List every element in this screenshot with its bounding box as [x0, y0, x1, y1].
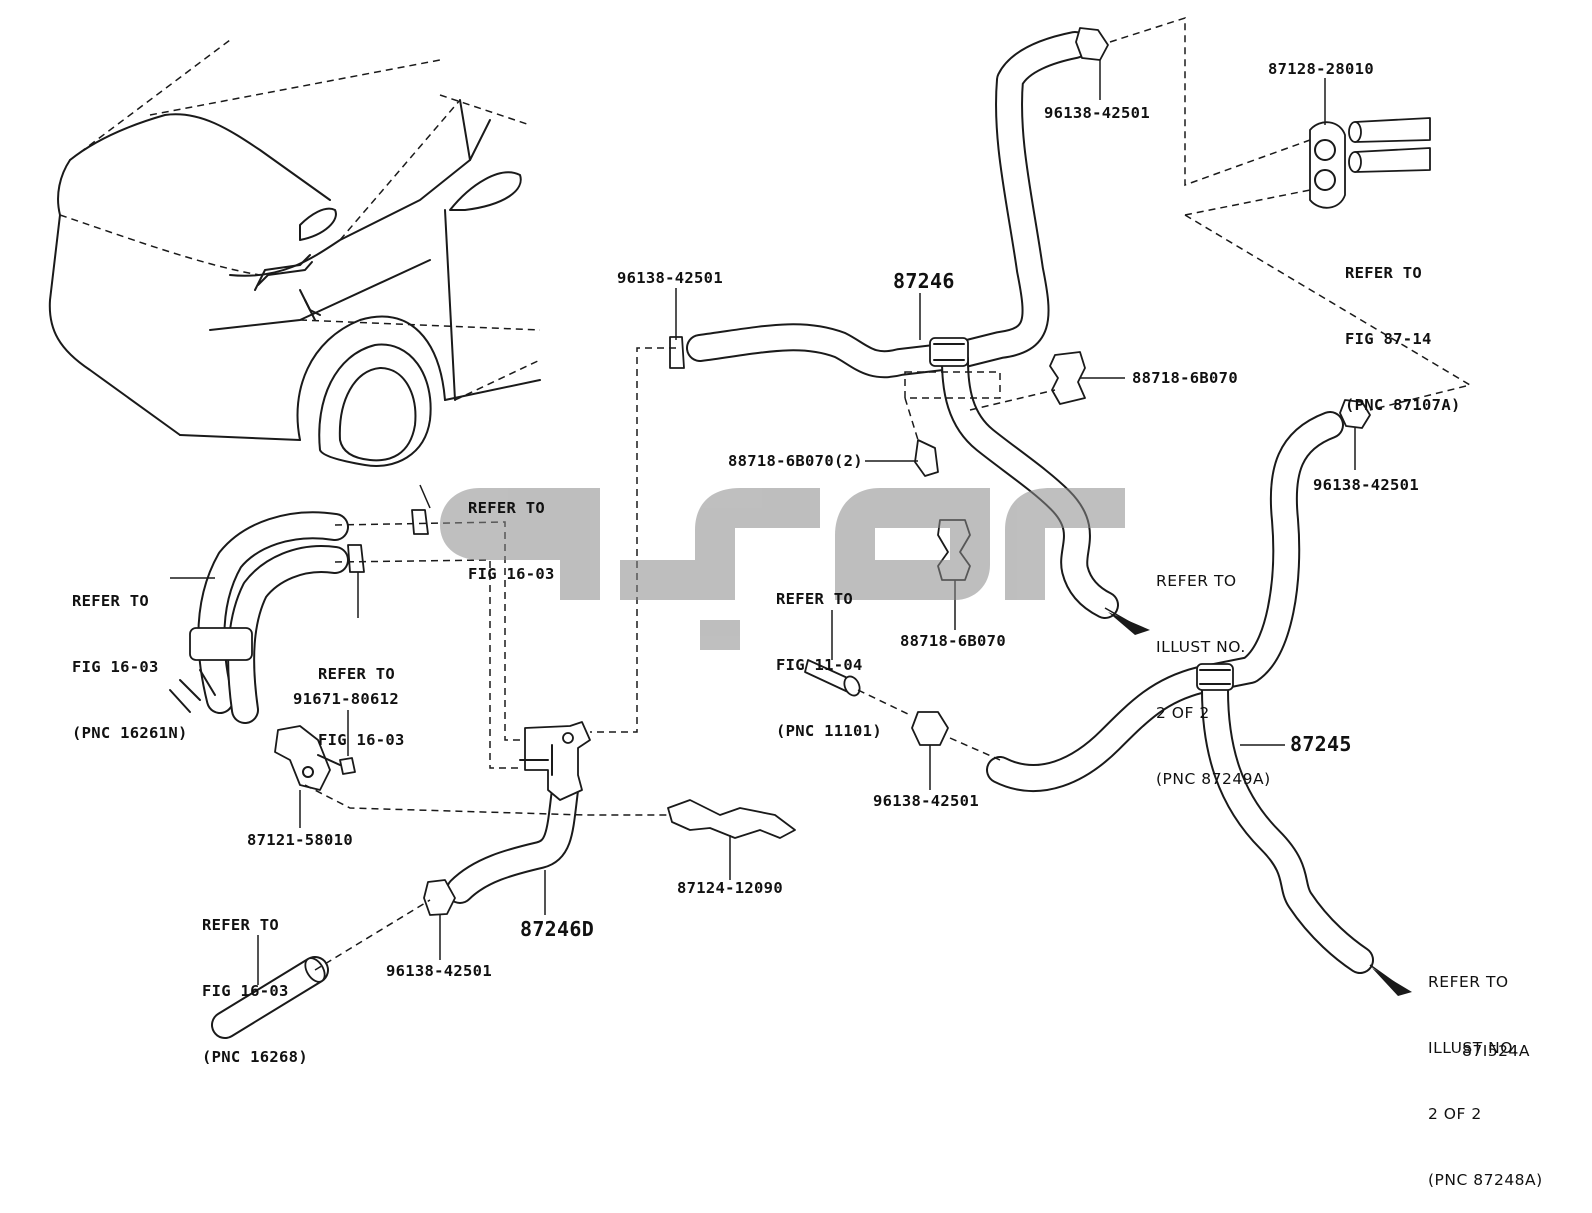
part-number-87246D: 87246D [520, 917, 595, 941]
part-number-87128: 87128-28010 [1268, 60, 1374, 78]
clamp-icons [347, 27, 1371, 916]
watermark-logo [440, 488, 1125, 650]
refer-line: (PNC 11101) [776, 722, 882, 740]
refer-line: FIG 16-03 [318, 731, 405, 749]
drawing-id: 87I524A [1462, 1042, 1530, 1060]
refer-line: REFER TO [1345, 264, 1423, 282]
leader-lines [170, 60, 1356, 985]
part-number-87245: 87245 [1290, 732, 1352, 756]
refer-fig-11-04: REFER TO FIG 11-04 (PNC 11101) [776, 544, 882, 764]
refer-line: REFER TO [1428, 973, 1509, 991]
engine-hoses-left [169, 511, 349, 724]
part-number-87124: 87124-12090 [677, 879, 783, 897]
part-number-91671: 91671-80612 [293, 690, 399, 708]
pipe-16268 [211, 956, 329, 1039]
refer-line: (PNC 16268) [202, 1048, 308, 1066]
part-number-96138-bottom: 96138-42501 [386, 962, 492, 980]
part-number-88718-b: 88718-6B070 [900, 632, 1006, 650]
refer-line: REFER TO [468, 499, 546, 517]
refer-line: FIG 16-03 [468, 565, 555, 583]
refer-line: ILLUST NO. [1156, 638, 1246, 656]
refer-line: FIG 16-03 [72, 658, 159, 676]
part-number-87121: 87121-58010 [247, 831, 353, 849]
refer-line: FIG 11-04 [776, 656, 863, 674]
part-number-88718-a: 88718-6B070 [1132, 369, 1238, 387]
refer-fig-87-14: REFER TO FIG 87-14 (PNC 87107A) [1345, 218, 1461, 438]
parts-diagram: 87128-28010 REFER TO FIG 87-14 (PNC 8710… [48, 16, 1542, 1189]
refer-line: ILLUST NO. [1428, 1039, 1518, 1057]
refer-line: REFER TO [1156, 572, 1237, 590]
refer-illust-87248A: REFER TO ILLUST NO. 2 OF 2 (PNC 87248A) [1428, 927, 1543, 1213]
refer-line: 2 OF 2 [1428, 1105, 1482, 1123]
refer-line: REFER TO [318, 665, 396, 683]
refer-fig-16-03-16268: REFER TO FIG 16-03 (PNC 16268) [202, 870, 308, 1090]
part-number-88718-2: 88718-6B070(2) [728, 452, 863, 470]
refer-line: (PNC 87248A) [1428, 1171, 1543, 1189]
refer-line: FIG 16-03 [202, 982, 289, 1000]
arrow-icons [1104, 607, 1412, 996]
part-number-96138-right: 96138-42501 [1313, 476, 1419, 494]
part-number-87246: 87246 [893, 269, 955, 293]
part-number-96138-mid: 96138-42501 [617, 269, 723, 287]
dashed-connection-lines [304, 16, 1472, 971]
refer-fig-16-03-a: REFER TO FIG 16-03 [468, 453, 555, 607]
bracket-87121 [274, 725, 356, 791]
grommet-87128 [1309, 117, 1431, 209]
hose-87246D [446, 721, 591, 904]
hose-87245 [986, 411, 1374, 974]
bracket-87124 [667, 799, 796, 839]
refer-line: 2 OF 2 [1156, 704, 1210, 722]
refer-fig-16-03-16261N: REFER TO FIG 16-03 (PNC 16261N) [72, 546, 188, 766]
refer-line: REFER TO [202, 916, 280, 934]
refer-line: FIG 87-14 [1345, 330, 1432, 348]
refer-fig-16-03-b: REFER TO FIG 16-03 [318, 619, 405, 773]
pipe-11101 [804, 659, 861, 697]
refer-line: REFER TO [72, 592, 150, 610]
refer-line: (PNC 87107A) [1345, 396, 1461, 414]
refer-illust-87249A: REFER TO ILLUST NO. 2 OF 2 (PNC 87249A) [1156, 526, 1271, 812]
vehicle-front-outline [48, 39, 541, 467]
refer-line: (PNC 87249A) [1156, 770, 1271, 788]
part-number-96138-top: 96138-42501 [1044, 104, 1150, 122]
refer-line: (PNC 16261N) [72, 724, 188, 742]
refer-line: REFER TO [776, 590, 854, 608]
part-number-96138-lower: 96138-42501 [873, 792, 979, 810]
